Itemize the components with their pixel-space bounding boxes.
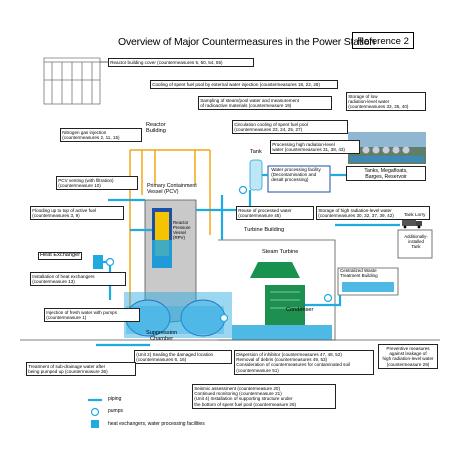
label-processing-high: Processing high radiation-level water (c… [270,140,360,154]
suppression-chamber [125,299,226,337]
label-rpv: Reactor Pressure Vessel (RPV) [173,220,191,240]
label-reactor-building: Reactor Building [146,122,166,135]
flooded-basement [124,292,232,338]
label-preventive: Preventive measures against leakage of h… [378,344,438,369]
reactor-building-cover [43,57,101,105]
label-condenser: Condenser [286,307,314,313]
legend-pumps: pumps [108,408,124,414]
label-turbine-building: Turbine Building [244,227,285,233]
storage-tanks-photo [348,132,426,164]
label-storage-low: Storage of low radiation-level water (co… [346,92,426,112]
reference-badge: Reference 2 [352,32,414,49]
label-circulation: Circulation cooling of spent fuel pool (… [232,120,348,134]
water-processing-box [267,165,331,193]
label-pcv: Primary Containment Vessel (PCV) [146,183,198,196]
label-flooding: Flooding up to top of active fuel (count… [30,206,124,220]
heat-exchanger-unit [93,255,103,269]
label-seismic: Seismic assessment (countermeasure 20) C… [192,384,336,409]
label-suppression-chamber: Suppression Chamber [146,330,178,343]
label-heat-exchanger: Heat Exchanger [38,252,83,260]
pumps [105,185,333,323]
label-dispersion: Dispersion of inhibitor (countermeasures… [234,350,374,375]
page-title: Overview of Major Countermeasures in the… [118,36,376,48]
tank-lorry [402,220,422,229]
label-nitrogen: Nitrogen gas injection (countermeasures … [60,128,142,142]
label-sub-drainage: Treatment of sub-drainage water after be… [26,362,136,376]
label-heat-exchangers: Installation of heat exchangers (counter… [30,272,126,286]
steam-turbine [250,262,300,278]
label-reuse: Reuse of processed water (countermeasure… [236,206,314,220]
label-sealing: (Unit 2) Sealing the damaged location (c… [134,350,232,364]
additional-tank-box [397,229,433,259]
label-spent-fuel-cooling: Cooling of spent fuel pool by external w… [150,80,338,89]
legend-facilities: heat exchangers, water processing facili… [108,421,205,427]
label-additional-tank: Additionally-installed Tank [404,234,428,249]
label-steam-turbine: Steam Turbine [262,249,299,255]
turbine-basement-water [232,325,332,340]
label-reactor-cover: Reactor building cover (countermeasures … [108,58,254,67]
legend-symbols [88,398,102,428]
label-pcv-venting: PCV venting (with filtration) (counterme… [56,176,138,190]
centralized-waste-building [337,267,399,296]
primary-containment-vessel [144,199,197,323]
label-water-facility: Water processing facility (Decontaminati… [271,166,321,183]
roof-tank [249,159,263,191]
condenser [265,285,305,325]
label-storage-high: Storage of high radiation-level water (c… [316,206,430,220]
label-tank: Tank [250,149,262,155]
label-tank-lorry: Tank Lorry [404,212,426,217]
label-sampling: Sampling of steam/pool water and measure… [198,96,332,110]
label-centralized-waste: Centralized Waste Treatment Building [340,268,378,278]
label-tanks: Tanks, Megafloats, Barges, Reservoir [346,166,426,182]
legend-piping: piping [108,396,122,402]
label-fresh-water: Injection of fresh water with pumps (cou… [44,308,140,322]
